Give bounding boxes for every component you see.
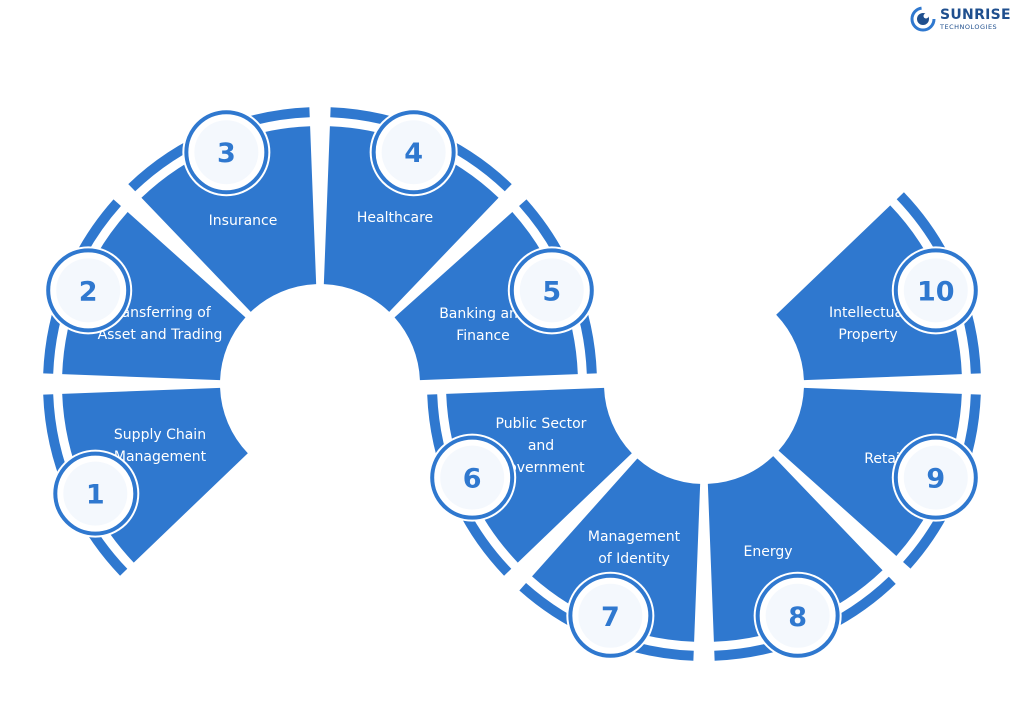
segment-wedge bbox=[323, 126, 499, 312]
segment-label-line: Insurance bbox=[209, 213, 278, 229]
badge-inner bbox=[63, 461, 128, 526]
segment-label: Healthcare bbox=[357, 210, 433, 226]
segment-wedge bbox=[446, 387, 632, 563]
segment-label: Transferring of Asset and Trading bbox=[98, 305, 223, 343]
segment-label-line: Supply Chain bbox=[114, 427, 206, 443]
badge-10: 10 bbox=[891, 246, 980, 335]
segment-wedge bbox=[141, 126, 317, 312]
segment-label-line: Retail bbox=[864, 451, 904, 467]
badge-number: 9 bbox=[926, 464, 945, 495]
segment-label: Retail bbox=[864, 451, 904, 467]
badge-4: 4 bbox=[369, 108, 458, 197]
badge-inner bbox=[194, 120, 259, 185]
brand-name: SUNRISE bbox=[940, 6, 1011, 23]
badge-inner bbox=[903, 445, 968, 510]
badge-1: 1 bbox=[51, 449, 140, 538]
segment-wedge bbox=[776, 205, 962, 381]
badge-inner bbox=[519, 258, 584, 323]
badge-inner bbox=[903, 258, 968, 323]
segment-label-line: Government bbox=[497, 460, 585, 476]
segment-label-line: Asset and Trading bbox=[98, 327, 223, 343]
badge-number: 4 bbox=[404, 138, 423, 169]
segment-label-line: Finance bbox=[456, 328, 510, 344]
badge-7: 7 bbox=[566, 571, 655, 660]
badge-6: 6 bbox=[428, 433, 517, 522]
badge-number: 6 bbox=[463, 464, 482, 495]
badge-8: 8 bbox=[753, 571, 842, 660]
segment-label-line: Intellectual bbox=[829, 305, 907, 321]
segment-label-line: Management bbox=[114, 449, 207, 465]
segment-label-line: and bbox=[528, 438, 554, 454]
badge-number: 2 bbox=[79, 276, 98, 307]
segment-label: Energy bbox=[743, 544, 792, 560]
segment-label-line: Management bbox=[588, 529, 681, 545]
segment-label: Management of Identity bbox=[588, 529, 681, 567]
segment-label: Insurance bbox=[209, 213, 278, 229]
badge-inner bbox=[440, 445, 505, 510]
segment-wedge bbox=[707, 456, 883, 642]
badge-number: 1 bbox=[86, 480, 105, 511]
sunrise-logo-icon bbox=[910, 6, 936, 32]
segment-label-line: Transferring of bbox=[108, 305, 211, 321]
segment-label-line: Banking and bbox=[439, 306, 527, 322]
badge-number: 7 bbox=[601, 602, 620, 633]
segment-label-line: of Identity bbox=[598, 551, 670, 567]
badge-number: 8 bbox=[788, 602, 807, 633]
sunrise-logo: SUNRISE TECHNOLOGIES bbox=[910, 4, 1018, 34]
badge-number: 10 bbox=[917, 276, 955, 307]
badges-layer: 1 2 3 4 5 6 7 8 9 10 bbox=[44, 108, 980, 660]
segment-label-line: Public Sector bbox=[496, 416, 587, 432]
badge-9: 9 bbox=[891, 433, 980, 522]
segment-label-line: Property bbox=[838, 327, 897, 343]
segment-label-line: Energy bbox=[743, 544, 792, 560]
segment-label-line: Healthcare bbox=[357, 210, 433, 226]
badge-inner bbox=[765, 583, 830, 648]
brand-tagline: TECHNOLOGIES bbox=[940, 22, 998, 31]
badge-2: 2 bbox=[44, 246, 133, 335]
badge-number: 3 bbox=[217, 138, 236, 169]
badge-inner bbox=[381, 120, 446, 185]
badge-5: 5 bbox=[507, 246, 596, 335]
badge-inner bbox=[578, 583, 643, 648]
badge-number: 5 bbox=[542, 276, 561, 307]
badge-3: 3 bbox=[182, 108, 271, 197]
badge-inner bbox=[56, 258, 121, 323]
